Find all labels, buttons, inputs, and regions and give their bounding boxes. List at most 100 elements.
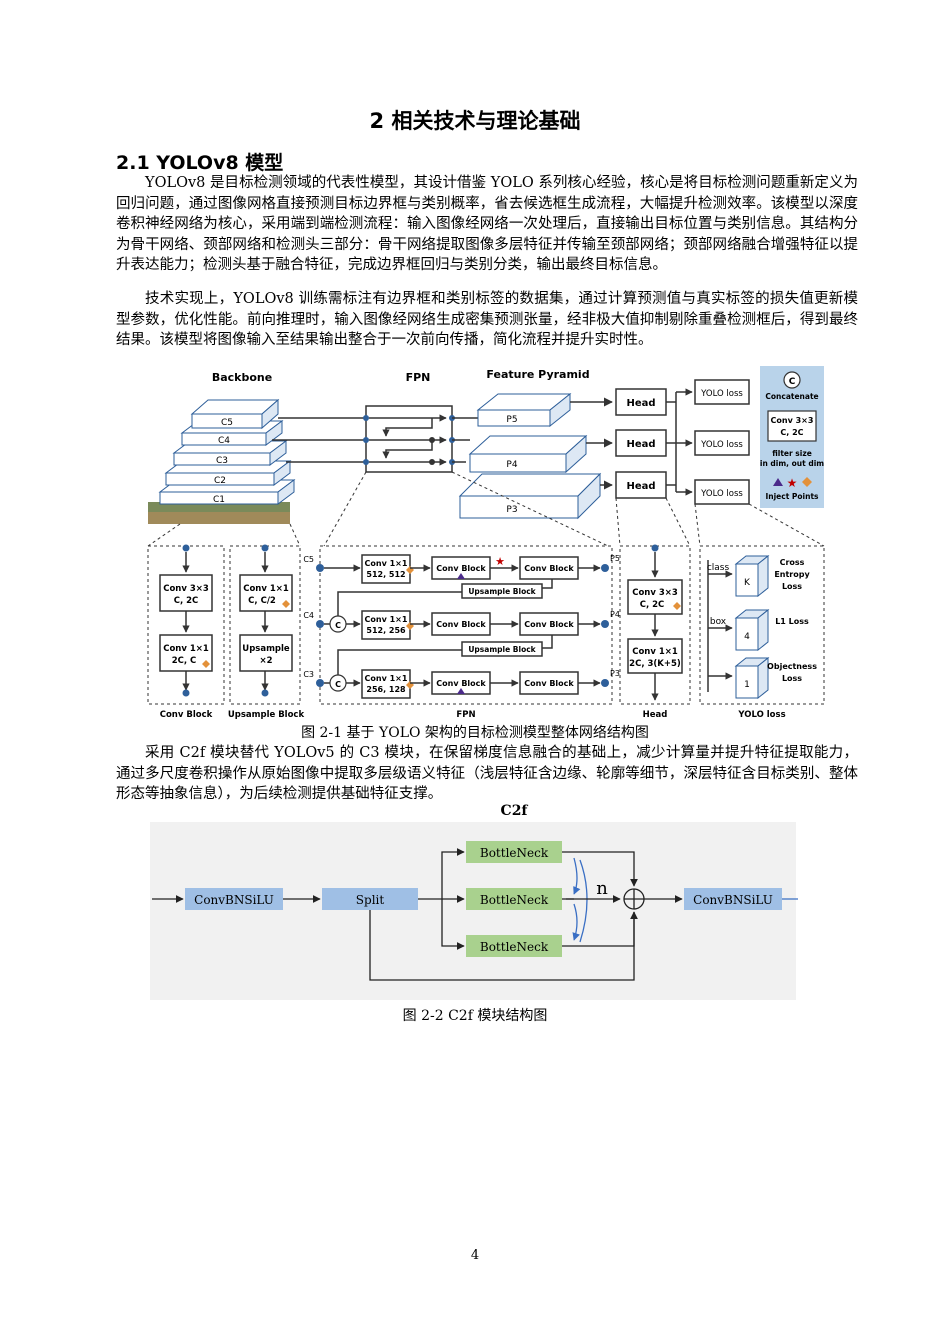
svg-text:Loss: Loss xyxy=(782,582,802,591)
figure-yolo-architecture: Backbone FPN Feature Pyramid C1 C2 C3 xyxy=(147,366,825,720)
svg-text:YOLO loss: YOLO loss xyxy=(737,710,785,720)
svg-text:P4: P4 xyxy=(506,460,517,470)
svg-text:2C, 3(K+5): 2C, 3(K+5) xyxy=(629,659,681,669)
svg-text:C: C xyxy=(335,680,341,689)
head-boxes: Head Head Head xyxy=(615,388,667,499)
svg-text:C: C xyxy=(335,621,341,630)
svg-text:Conv 3×3: Conv 3×3 xyxy=(163,584,209,594)
head-box-1 xyxy=(615,388,667,416)
svg-text:Objectness: Objectness xyxy=(767,662,817,671)
c2f-n-label: n xyxy=(596,878,608,899)
feature-pyramid: P5 P4 P3 xyxy=(458,392,602,520)
conv-block-detail: Conv 3×3 C, 2C Conv 1×1 2C, C Conv Block xyxy=(147,544,225,720)
c2f-split-block xyxy=(322,888,418,910)
c2f-bottleneck-3 xyxy=(466,935,562,957)
svg-text:256, 128: 256, 128 xyxy=(366,685,406,694)
svg-text:BottleNeck: BottleNeck xyxy=(480,940,549,954)
upsample-block-detail: Conv 1×1 C, C/2 Upsample ×2 Upsample Blo… xyxy=(228,544,305,720)
loss-boxes: YOLO loss YOLO loss YOLO loss xyxy=(694,379,750,505)
svg-text:Conv 1×1: Conv 1×1 xyxy=(163,644,209,654)
svg-text:Conv 3×3: Conv 3×3 xyxy=(632,588,678,598)
svg-text:2C, C: 2C, C xyxy=(172,656,197,666)
section-title: 2.1 YOLOv8 模型 xyxy=(116,152,284,174)
pyramid-p3: P3 xyxy=(458,472,602,520)
svg-text:P3: P3 xyxy=(610,669,620,678)
svg-text:C, C/2: C, C/2 xyxy=(248,596,276,606)
head-box-3 xyxy=(615,471,667,499)
svg-text:★: ★ xyxy=(495,555,505,568)
svg-text:512, 512: 512, 512 xyxy=(366,570,405,579)
c2f-input-block xyxy=(185,888,283,910)
svg-text:Upsample Block: Upsample Block xyxy=(228,710,305,720)
svg-text:Conv Block: Conv Block xyxy=(160,710,213,720)
svg-text:Conv Block: Conv Block xyxy=(436,679,486,688)
c2f-bottleneck-2 xyxy=(466,888,562,910)
svg-text:ConvBNSiLU: ConvBNSiLU xyxy=(194,893,274,907)
fpn-detail: C5 Conv 1×1 512, 512 Conv Block ★ Conv B… xyxy=(303,545,620,720)
svg-text:C, 2C: C, 2C xyxy=(780,428,803,437)
head-box-2 xyxy=(615,429,667,457)
pyramid-p5: P5 xyxy=(476,392,572,428)
svg-text:P4: P4 xyxy=(610,610,620,619)
fpn-mini xyxy=(363,405,455,473)
paragraph-3: 采用 C2f 模块替代 YOLOv5 的 C3 模块，在保留梯度信息融合的基础上… xyxy=(116,745,858,802)
svg-text:512, 256: 512, 256 xyxy=(366,626,406,635)
svg-text:C5: C5 xyxy=(221,418,233,428)
svg-text:Conv Block: Conv Block xyxy=(436,564,486,573)
svg-text:Upsample: Upsample xyxy=(242,644,290,654)
figure-2-caption: 图 2-2 C2f 模块结构图 xyxy=(402,1008,548,1024)
svg-text:Conv 1×1: Conv 1×1 xyxy=(365,615,408,624)
svg-text:C, 2C: C, 2C xyxy=(174,596,199,606)
loss-detail: class box K 4 1 Cross Entropy Loss L1 Lo… xyxy=(699,545,825,720)
svg-text:Concatenate: Concatenate xyxy=(765,392,818,401)
concat-icon xyxy=(783,371,801,389)
svg-text:C2: C2 xyxy=(214,476,226,486)
c2f-output-block xyxy=(684,888,782,910)
c2f-title: C2f xyxy=(501,803,529,819)
svg-text:in dim, out dim: in dim, out dim xyxy=(760,459,824,468)
backbone-stack: C1 C2 C3 C4 C5 xyxy=(148,398,296,524)
svg-text:C4: C4 xyxy=(218,436,230,446)
svg-text:Head: Head xyxy=(626,398,655,409)
svg-text:Conv 1×1: Conv 1×1 xyxy=(365,559,408,568)
svg-text:C: C xyxy=(789,377,796,387)
svg-text:C3: C3 xyxy=(303,670,314,679)
pyramid-p4: P4 xyxy=(468,434,588,474)
svg-text:box: box xyxy=(710,617,727,627)
svg-text:C1: C1 xyxy=(213,495,225,505)
svg-text:Conv 1×1: Conv 1×1 xyxy=(243,584,289,594)
svg-text:K: K xyxy=(744,578,751,588)
svg-text:Inject Points: Inject Points xyxy=(765,492,819,501)
svg-text:C5: C5 xyxy=(303,555,314,564)
svg-text:Head: Head xyxy=(643,710,668,720)
svg-text:YOLO loss: YOLO loss xyxy=(700,440,743,450)
pyramid-title: Feature Pyramid xyxy=(486,368,589,381)
c2f-bottleneck-1 xyxy=(466,841,562,863)
svg-text:Conv 1×1: Conv 1×1 xyxy=(632,647,678,657)
svg-text:C4: C4 xyxy=(303,611,314,620)
svg-text:Head: Head xyxy=(626,481,655,492)
svg-text:class: class xyxy=(707,563,730,573)
svg-text:Upsample Block: Upsample Block xyxy=(468,587,536,596)
svg-text:Conv Block: Conv Block xyxy=(524,679,574,688)
svg-text:Conv Block: Conv Block xyxy=(524,564,574,573)
figure-1-caption: 图 2-1 基于 YOLO 架构的目标检测模型整体网络结构图 xyxy=(301,725,649,741)
figure-c2f: C2f ConvBNSiLU Split BottleNeck BottleNe… xyxy=(150,803,798,1000)
svg-text:Conv 1×1: Conv 1×1 xyxy=(365,674,408,683)
svg-text:Cross: Cross xyxy=(780,558,805,567)
svg-text:C3: C3 xyxy=(216,456,228,466)
svg-text:ConvBNSiLU: ConvBNSiLU xyxy=(693,893,773,907)
svg-text:C, 2C: C, 2C xyxy=(640,600,665,610)
svg-text:Upsample Block: Upsample Block xyxy=(468,645,536,654)
svg-text:Conv 3×3: Conv 3×3 xyxy=(771,416,814,425)
svg-text:FPN: FPN xyxy=(456,710,475,720)
figure-legend: C Concatenate Conv 3×3 C, 2C filter size… xyxy=(760,366,824,508)
svg-text:YOLO loss: YOLO loss xyxy=(700,389,743,399)
svg-text:BottleNeck: BottleNeck xyxy=(480,893,549,907)
svg-text:Split: Split xyxy=(356,893,385,907)
triangle-icon xyxy=(773,478,783,486)
paragraph-2: 技术实现上，YOLOv8 训练需标注有边界框和类别标签的数据集，通过计算预测值与… xyxy=(116,291,858,348)
svg-text:YOLO loss: YOLO loss xyxy=(700,489,743,499)
svg-text:P5: P5 xyxy=(610,554,620,563)
svg-text:Head: Head xyxy=(626,439,655,450)
